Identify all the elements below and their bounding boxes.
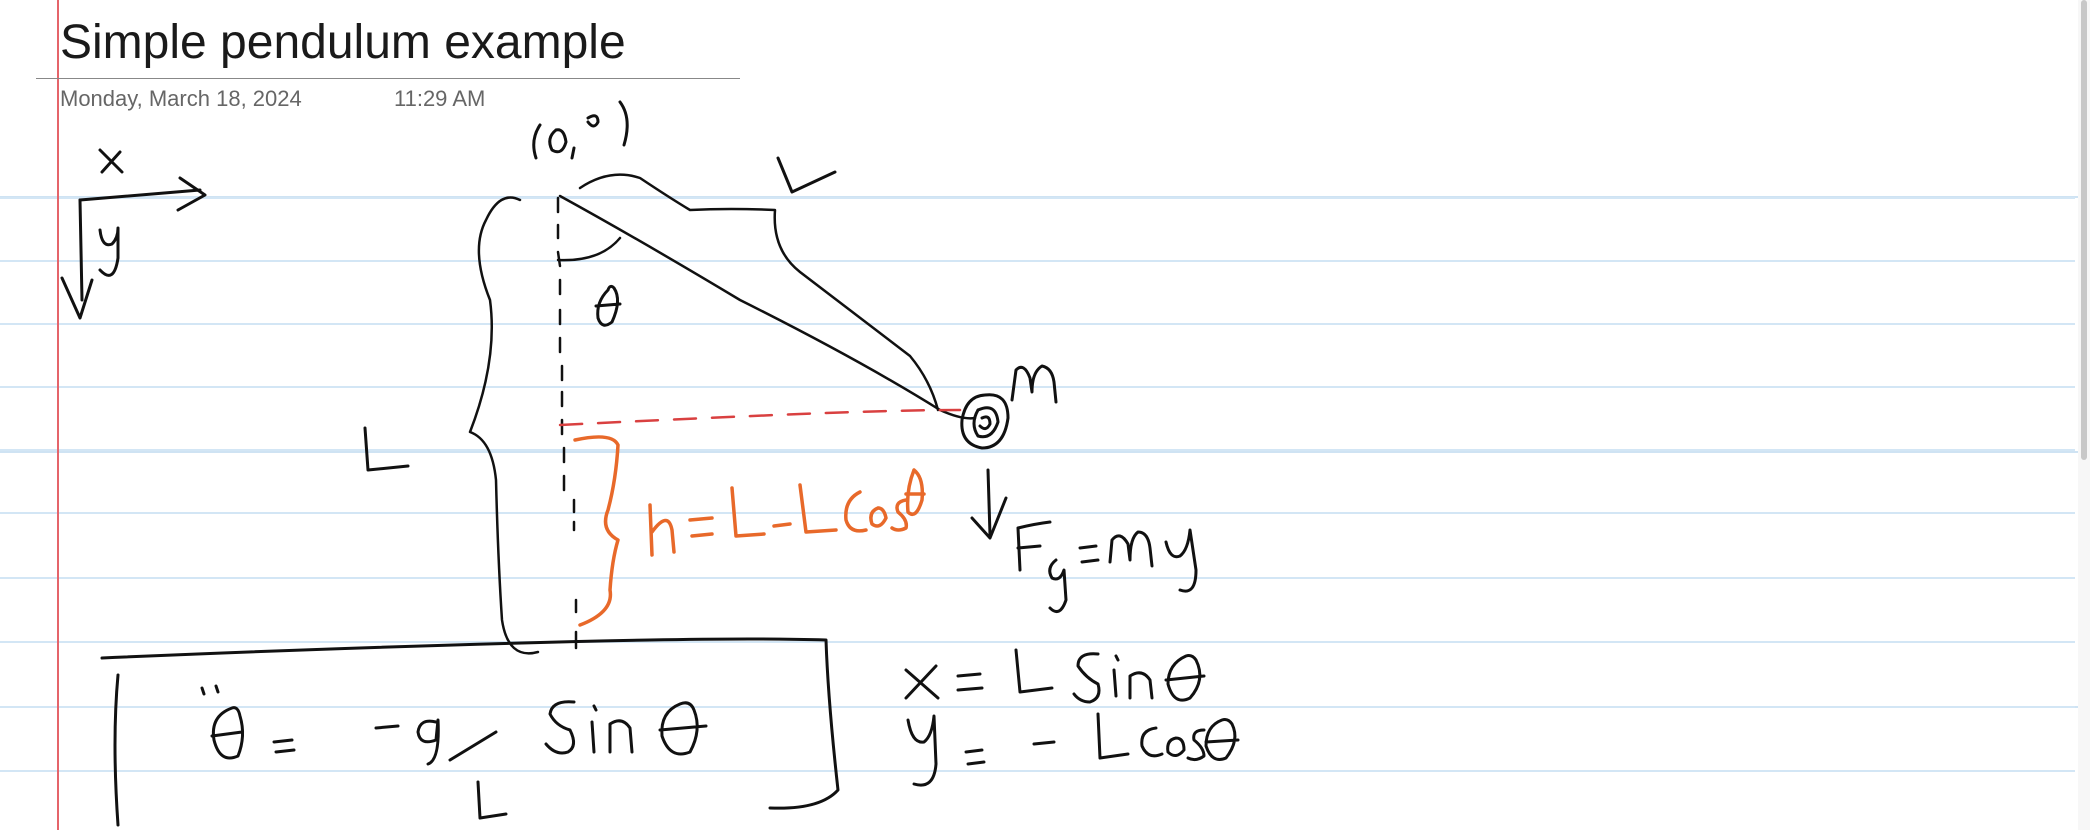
string-length-label-L (776, 156, 837, 194)
rule-line (0, 323, 2075, 325)
vertical-scrollbar[interactable] (2078, 0, 2090, 830)
rule-line (0, 641, 2075, 643)
rule-line (0, 197, 2075, 199)
mass-label-m (1010, 364, 1058, 404)
vertical-length-brace (468, 196, 540, 655)
position-equations (904, 648, 1240, 787)
rule-line (0, 770, 2075, 772)
height-annotation (573, 435, 926, 627)
vertical-length-label-L (363, 426, 410, 472)
origin-label-sketch (532, 100, 629, 160)
page-date: Monday, March 18, 2024 (60, 86, 302, 111)
title-underline (36, 78, 740, 79)
rule-line (0, 449, 2075, 451)
rule-line (0, 260, 2075, 262)
pendulum-string (558, 194, 977, 420)
height-reference-dashed-line (558, 408, 962, 427)
string-length-brace (578, 173, 940, 412)
scrollbar-thumb[interactable] (2081, 0, 2087, 460)
rule-line (0, 512, 2075, 514)
gravity-force-annotation (970, 468, 1198, 614)
rule-line (0, 386, 2075, 388)
pendulum-mass-bob (960, 393, 1010, 450)
vertical-reference-line (556, 196, 578, 650)
page-time: 11:29 AM (394, 86, 486, 111)
theta-angle-arc (556, 236, 622, 262)
coordinate-axes-sketch (60, 148, 207, 320)
page-margin-line (57, 0, 59, 830)
theta-symbol (594, 284, 622, 327)
page-title[interactable]: Simple pendulum example (60, 16, 626, 69)
rule-line (0, 577, 2075, 579)
equation-of-motion (200, 684, 708, 820)
rule-line (0, 706, 2075, 708)
equation-box (100, 637, 840, 827)
